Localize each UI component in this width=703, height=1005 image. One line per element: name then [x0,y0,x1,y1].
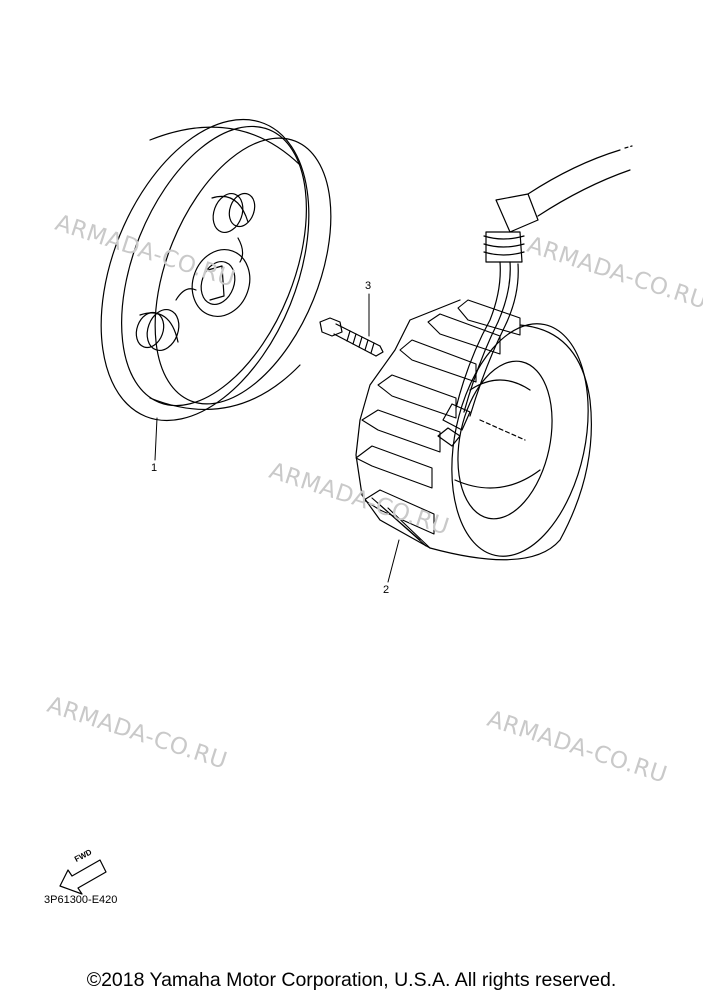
callout-part-3: 3 [365,280,372,292]
fwd-arrow-icon [59,859,107,895]
callout-part-1: 1 [151,462,158,474]
flywheel-rotor [100,118,332,422]
copyright-notice: ©2018 Yamaha Motor Corporation, U.S.A. A… [86,969,617,991]
stator-coil [355,145,633,561]
callout-part-2: 2 [383,584,390,596]
bolt [319,317,384,357]
diagram-code: 3P61300-E420 [44,894,118,906]
